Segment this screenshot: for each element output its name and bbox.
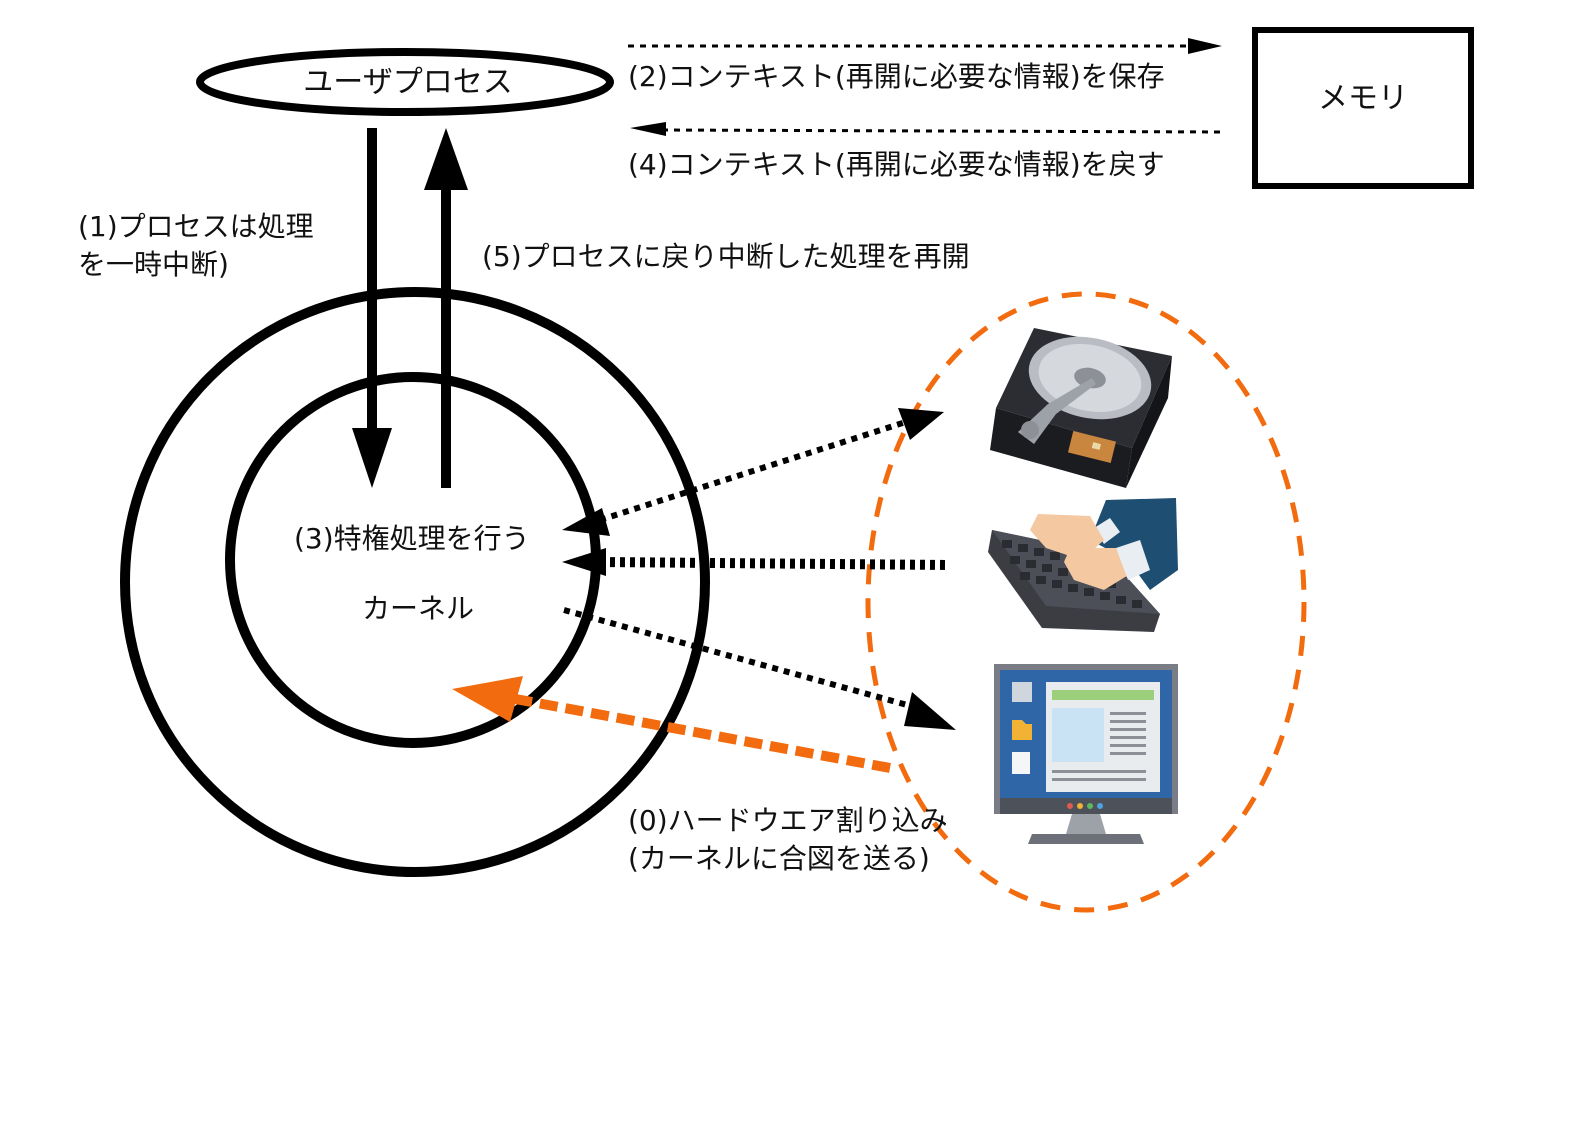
save-context-label: (2)コンテキスト(再開に必要な情報)を保存: [628, 60, 1165, 93]
hard-disk-icon: [990, 328, 1172, 488]
restore-context-arrowhead: [630, 122, 666, 136]
interrupt-label-line2: (カーネルに合図を送る): [628, 842, 930, 875]
keyboard-io-line: [599, 557, 951, 570]
interrupt-arrowhead: [452, 676, 523, 722]
kernel-label: カーネル: [362, 592, 474, 625]
resume-arrowhead: [424, 128, 468, 190]
monitor-icon: [994, 664, 1178, 844]
memory-label: メモリ: [1318, 81, 1408, 116]
restore-context-label: (4)コンテキスト(再開に必要な情報)を戻す: [628, 148, 1165, 181]
resume-label: (5)プロセスに戻り中断した処理を再開: [482, 240, 970, 273]
restore-context-arrow: [659, 128, 1221, 134]
disk-io-arrowhead-kernel: [562, 508, 610, 536]
suspend-label-line2: を一時中断): [78, 248, 229, 281]
device-group: [865, 291, 1307, 913]
save-context-arrowhead: [1188, 38, 1222, 54]
privileged-label: (3)特権処理を行う: [294, 522, 530, 555]
outer-ring: [120, 287, 710, 877]
suspend-arrowhead: [352, 428, 392, 488]
user-process-node: [196, 48, 614, 116]
interrupt-label-line1: (0)ハードウエア割り込み: [628, 804, 948, 837]
suspend-label-line1: (1)プロセスは処理: [78, 210, 314, 243]
kernel-circle: [225, 372, 601, 748]
keyboard-io-arrowhead-kernel: [562, 548, 606, 576]
disk-io-arrowhead-device: [898, 408, 944, 440]
keyboard-icon: [988, 498, 1178, 632]
user-process-label: ユーザプロセス: [303, 65, 512, 100]
disk-io-line: [599, 417, 913, 523]
interrupt-arrow: [509, 693, 891, 773]
monitor-io-arrowhead: [904, 692, 956, 730]
memory-node: [1252, 27, 1474, 189]
monitor-io-line: [563, 607, 919, 711]
